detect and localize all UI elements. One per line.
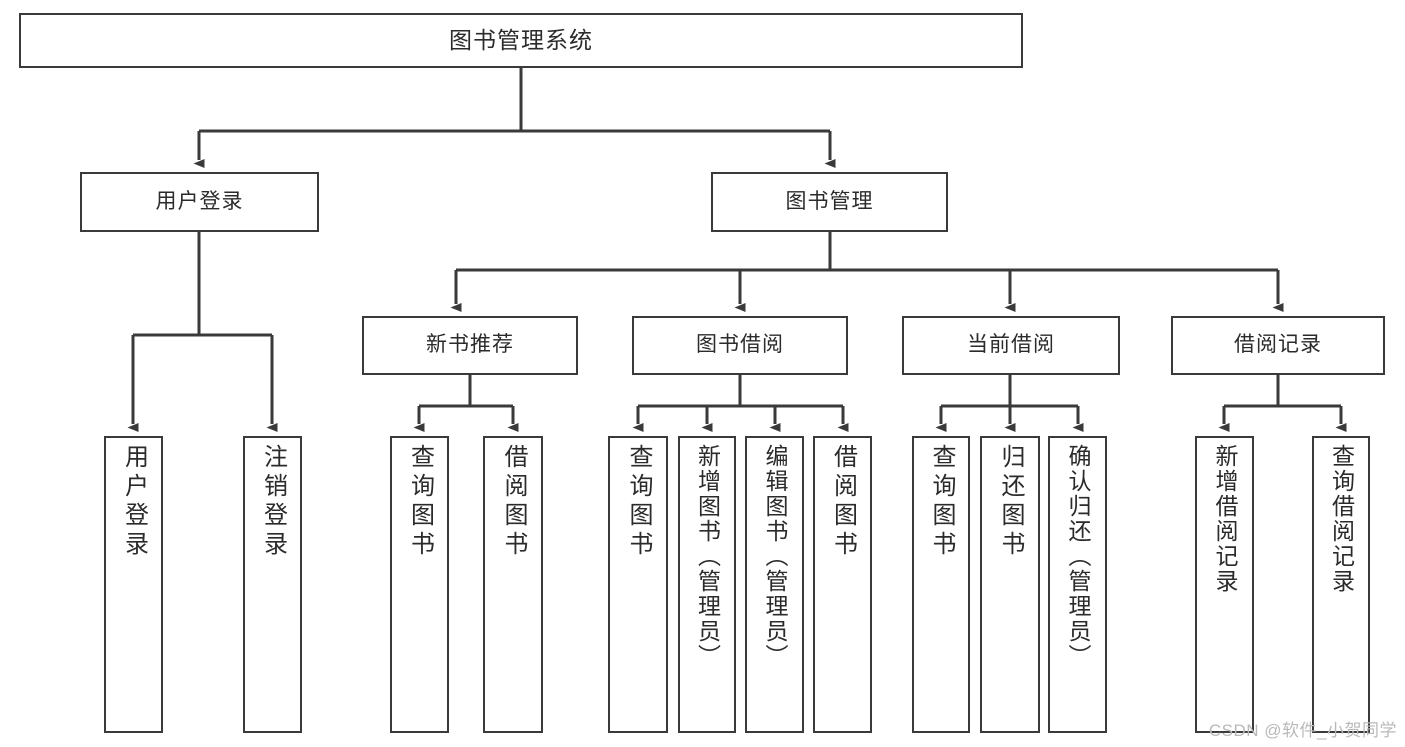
node-label: 编辑图书（管理员） xyxy=(762,444,788,669)
node-label: 用户登录 xyxy=(155,189,244,213)
node-label: 新增图书（管理员） xyxy=(694,444,721,669)
node-label: 图书管理 xyxy=(785,189,874,213)
node-label: 新书推荐 xyxy=(426,333,514,357)
node-label: 查询图书 xyxy=(928,444,955,560)
node-leaf-confirm-return[interactable]: 确认归还（管理员） xyxy=(1048,436,1107,733)
node-label: 图书借阅 xyxy=(696,333,784,357)
node-current-borrow[interactable]: 当前借阅 xyxy=(902,316,1120,375)
node-leaf-borrow-book-1[interactable]: 借阅图书 xyxy=(483,436,543,733)
node-label: 用户登录 xyxy=(120,444,148,560)
node-user-login[interactable]: 用户登录 xyxy=(80,172,319,232)
node-label: 新增借阅记录 xyxy=(1212,444,1238,594)
node-label: 借阅图书 xyxy=(829,444,857,560)
node-leaf-query-book-2[interactable]: 查询图书 xyxy=(608,436,668,733)
node-leaf-query-book-1[interactable]: 查询图书 xyxy=(390,436,449,733)
node-label: 归还图书 xyxy=(997,444,1024,560)
node-label: 查询图书 xyxy=(406,444,434,560)
node-leaf-add-book[interactable]: 新增图书（管理员） xyxy=(678,436,736,733)
node-label: 查询图书 xyxy=(625,444,652,560)
node-leaf-query-book-3[interactable]: 查询图书 xyxy=(912,436,970,733)
node-leaf-query-record[interactable]: 查询借阅记录 xyxy=(1312,436,1370,733)
node-root[interactable]: 图书管理系统 xyxy=(19,13,1023,68)
node-label: 注销登录 xyxy=(259,444,287,560)
node-leaf-user-logout[interactable]: 注销登录 xyxy=(243,436,302,733)
node-leaf-user-login[interactable]: 用户登录 xyxy=(104,436,163,733)
node-book-manage[interactable]: 图书管理 xyxy=(711,172,948,232)
node-borrow-record[interactable]: 借阅记录 xyxy=(1171,316,1385,375)
node-label: 当前借阅 xyxy=(967,333,1055,357)
node-book-borrow[interactable]: 图书借阅 xyxy=(632,316,848,375)
node-label: 借阅记录 xyxy=(1234,333,1322,357)
node-label: 图书管理系统 xyxy=(449,27,593,54)
node-label: 确认归还（管理员） xyxy=(1065,444,1091,669)
node-leaf-return-book[interactable]: 归还图书 xyxy=(980,436,1040,733)
node-leaf-borrow-book-2[interactable]: 借阅图书 xyxy=(813,436,872,733)
node-leaf-edit-book[interactable]: 编辑图书（管理员） xyxy=(745,436,804,733)
node-new-book-rec[interactable]: 新书推荐 xyxy=(362,316,578,375)
node-label: 查询借阅记录 xyxy=(1328,444,1355,594)
node-label: 借阅图书 xyxy=(500,444,527,560)
node-leaf-add-record[interactable]: 新增借阅记录 xyxy=(1195,436,1254,733)
